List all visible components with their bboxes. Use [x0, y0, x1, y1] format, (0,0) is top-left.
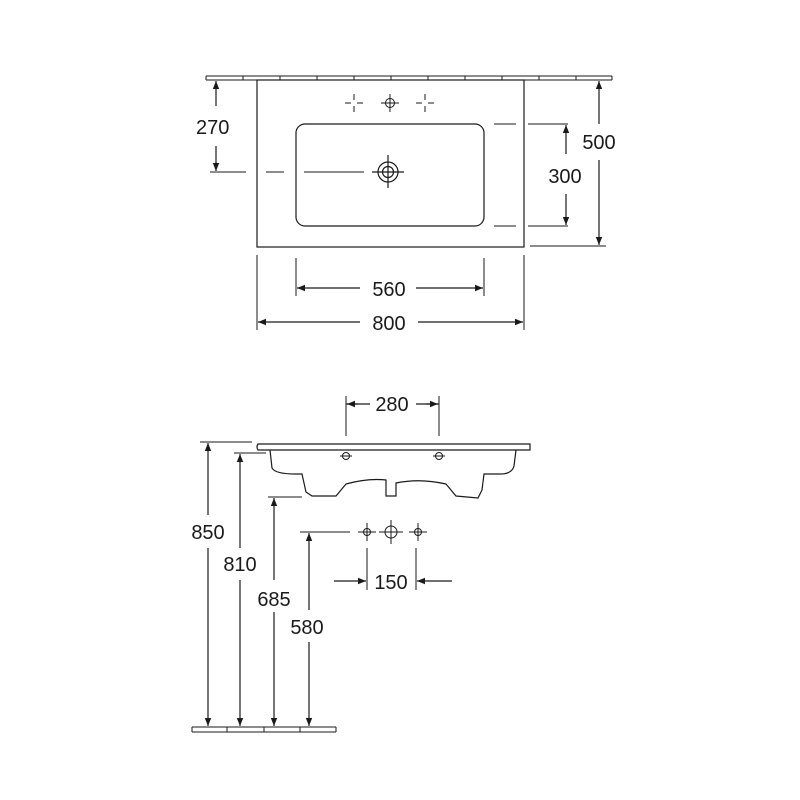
top-view: 270 300 500 560 800	[196, 75, 616, 335]
dim-tap-height-label: 580	[290, 617, 323, 639]
dim-underside-height: 810	[223, 454, 257, 726]
dim-basin-width-label: 560	[372, 279, 405, 301]
dim-underside-height-label: 810	[223, 554, 256, 576]
dim-tap-spacing-front: 150	[334, 572, 452, 594]
extension-lines-top	[210, 79, 606, 330]
basin-body-profile	[269, 449, 517, 499]
dim-width-label: 800	[372, 313, 405, 335]
basin-rim-profile	[256, 443, 531, 451]
bowl-outline	[295, 123, 485, 227]
floor-strip	[191, 726, 337, 733]
dim-basin-width: 560	[297, 279, 483, 301]
front-tap-center-icon	[379, 520, 403, 544]
tap-holes	[345, 94, 434, 112]
extension-lines-heights	[200, 441, 350, 533]
dim-depth-label: 500	[582, 132, 615, 154]
front-tap-left-icon	[358, 523, 376, 541]
dim-tap-spacing-top: 280	[346, 394, 439, 416]
extension-lines-front	[366, 548, 417, 590]
side-view: 280	[191, 394, 531, 733]
dim-drain-offset-label: 270	[196, 117, 229, 139]
side-tap-right-icon	[433, 452, 445, 460]
basin-outline	[256, 79, 525, 248]
front-tap-right-icon	[409, 523, 427, 541]
tap-hole-right-icon	[416, 94, 434, 112]
extension-lines-side-top	[345, 396, 440, 436]
dim-depth: 500	[582, 81, 616, 245]
dim-rim-height: 850	[191, 443, 225, 726]
dim-tap-spacing-front-label: 150	[374, 572, 407, 594]
tap-hole-center-icon	[381, 94, 399, 112]
drain-icon	[372, 155, 404, 188]
dim-tap-spacing-top-label: 280	[375, 394, 408, 416]
dim-drain-offset: 270	[196, 81, 229, 171]
dim-bowl-bottom-height: 685	[257, 498, 291, 726]
side-tap-left-icon	[340, 452, 352, 460]
dim-basin-depth-label: 300	[548, 166, 581, 188]
dim-tap-height: 580	[290, 533, 324, 726]
tap-hole-left-icon	[345, 94, 363, 112]
dim-basin-depth: 300	[548, 125, 582, 225]
dim-bowl-bottom-height-label: 685	[257, 589, 290, 611]
dim-rim-height-label: 850	[191, 522, 224, 544]
dim-width: 800	[258, 313, 523, 335]
front-tap-holes	[358, 520, 427, 544]
